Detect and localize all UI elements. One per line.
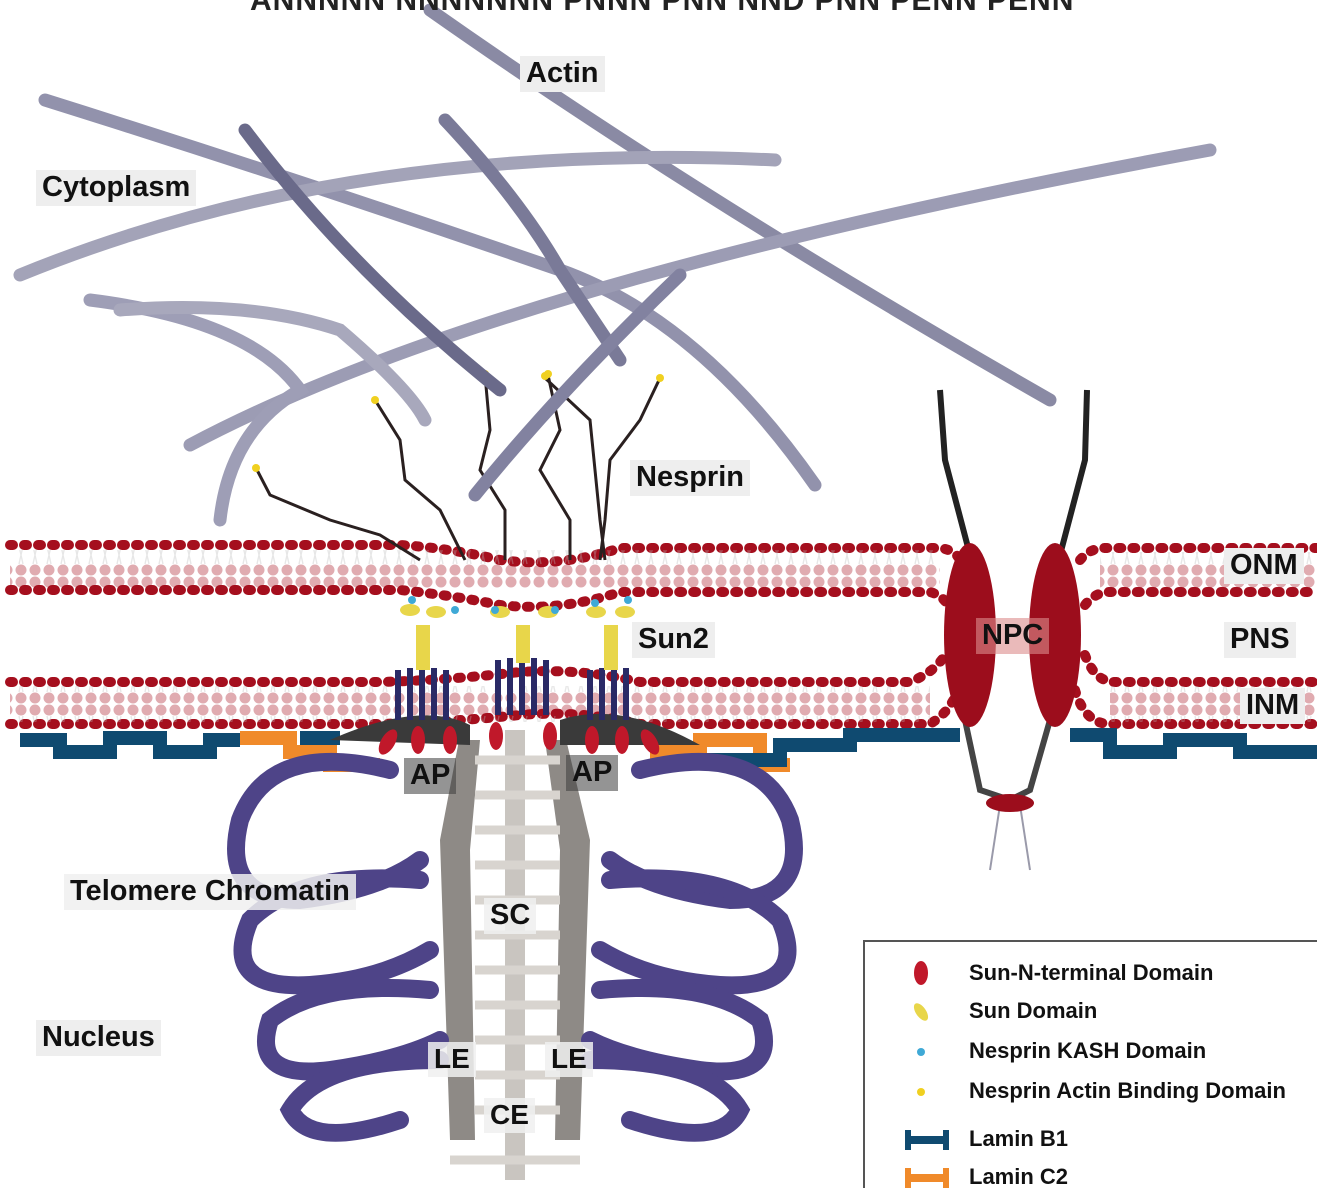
le-left-label: LE <box>428 1042 476 1077</box>
orange-bar-icon <box>903 1164 951 1190</box>
pns-label: PNS <box>1224 622 1296 658</box>
actin-filaments <box>20 10 1210 520</box>
inm-label: INM <box>1240 688 1305 724</box>
legend: Sun-N-terminal Domain Sun Domain Nesprin… <box>863 940 1317 1188</box>
legend-row: Nesprin Actin Binding Domain <box>865 1074 1317 1108</box>
legend-label: Sun-N-terminal Domain <box>969 960 1213 986</box>
blue-dot-icon <box>903 1038 951 1064</box>
npc-label: NPC <box>976 618 1049 654</box>
ce-label: CE <box>484 1098 535 1133</box>
nucleus-label: Nucleus <box>36 1020 161 1056</box>
ap-left-label: AP <box>404 758 456 794</box>
telomere-chromatin-label: Telomere Chromatin <box>64 874 356 910</box>
legend-row: Sun Domain <box>865 994 1317 1028</box>
outer-nuclear-membrane <box>10 545 1317 610</box>
sc-label: SC <box>484 898 536 934</box>
legend-label: Nesprin Actin Binding Domain <box>969 1078 1286 1104</box>
legend-label: Sun Domain <box>969 998 1097 1024</box>
legend-row: Sun-N-terminal Domain <box>865 956 1317 990</box>
nesprin-strands <box>256 375 660 560</box>
figure-top-title: ANNNNN NNNNNNN PNNN PNN NND PNN PENN PEN… <box>250 0 1074 18</box>
yellow-bean-icon <box>903 998 951 1024</box>
legend-row: Lamin B1 <box>865 1122 1317 1156</box>
blue-bar-icon <box>903 1126 951 1152</box>
red-ellipse-icon <box>903 960 951 986</box>
legend-label: Lamin B1 <box>969 1126 1068 1152</box>
ap-right-label: AP <box>566 755 618 791</box>
cytoplasm-label: Cytoplasm <box>36 170 196 206</box>
legend-label: Nesprin KASH Domain <box>969 1038 1206 1064</box>
le-right-label: LE <box>545 1042 593 1077</box>
inner-nuclear-membrane <box>10 655 1317 724</box>
yellow-dot-icon <box>903 1078 951 1104</box>
actin-label: Actin <box>520 56 605 92</box>
sun2-label: Sun2 <box>632 622 715 658</box>
nesprin-label: Nesprin <box>630 460 750 496</box>
legend-row: Lamin C2 <box>865 1160 1317 1194</box>
onm-label: ONM <box>1224 548 1304 584</box>
legend-label: Lamin C2 <box>969 1164 1068 1190</box>
legend-row: Nesprin KASH Domain <box>865 1034 1317 1068</box>
